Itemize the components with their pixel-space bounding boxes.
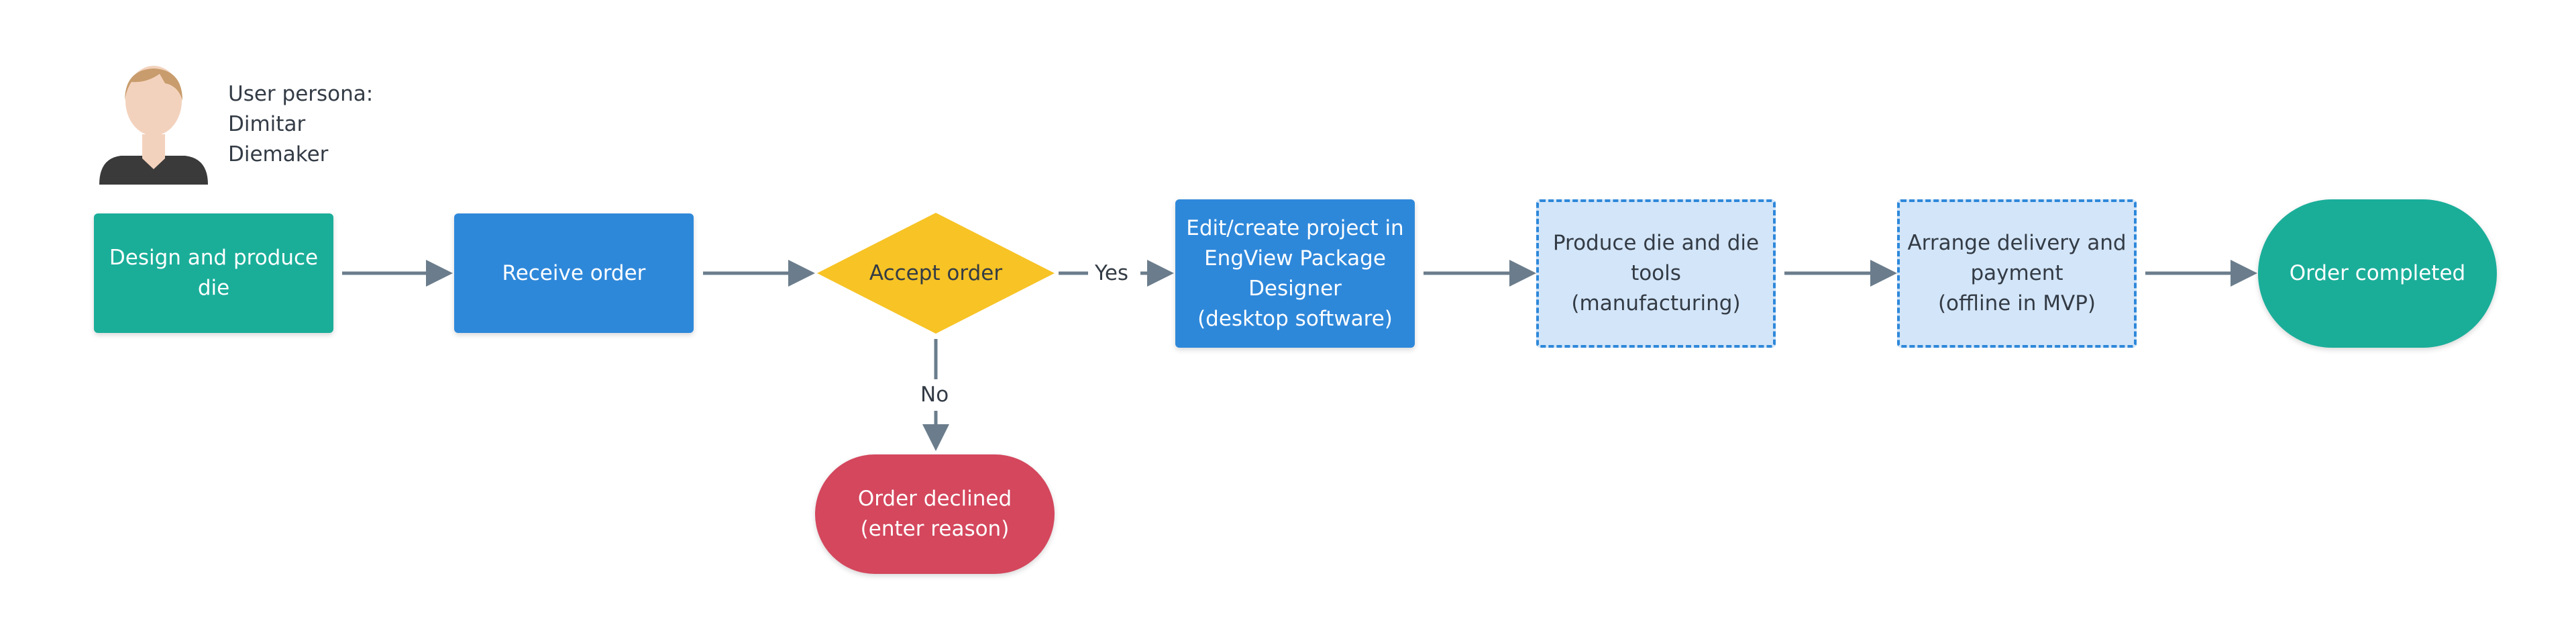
node-design-produce-die[interactable]: Design and produce die — [94, 213, 333, 333]
node-label: Accept order — [869, 260, 1003, 285]
node-label: Arrange delivery and payment (offline in… — [1907, 231, 2127, 315]
accept-order-diamond — [817, 213, 1055, 334]
edge-label-yes: Yes — [1092, 260, 1132, 287]
node-arrange-delivery[interactable]: Arrange delivery and payment (offline in… — [1897, 199, 2137, 348]
node-accept-order[interactable]: Accept order — [845, 248, 1026, 298]
persona-label: User persona: Dimitar Diemaker — [228, 82, 374, 166]
node-edit-create-project[interactable]: Edit/create project in EngView Package D… — [1175, 199, 1415, 348]
node-label: Produce die and die tools (manufacturing… — [1552, 231, 1760, 315]
node-order-completed[interactable]: Order completed — [2258, 199, 2497, 348]
node-label: Receive order — [502, 260, 646, 285]
node-label: Order declined (enter reason) — [857, 487, 1012, 541]
node-label: Edit/create project in EngView Package D… — [1186, 215, 1404, 331]
node-produce-die[interactable]: Produce die and die tools (manufacturing… — [1536, 199, 1776, 348]
node-order-declined[interactable]: Order declined (enter reason) — [815, 454, 1055, 574]
node-label: Order completed — [2289, 261, 2466, 285]
node-label: Design and produce die — [109, 246, 319, 300]
node-receive-order[interactable]: Receive order — [454, 213, 694, 333]
user-avatar-icon — [99, 66, 208, 185]
edge-label-no: No — [918, 381, 952, 408]
